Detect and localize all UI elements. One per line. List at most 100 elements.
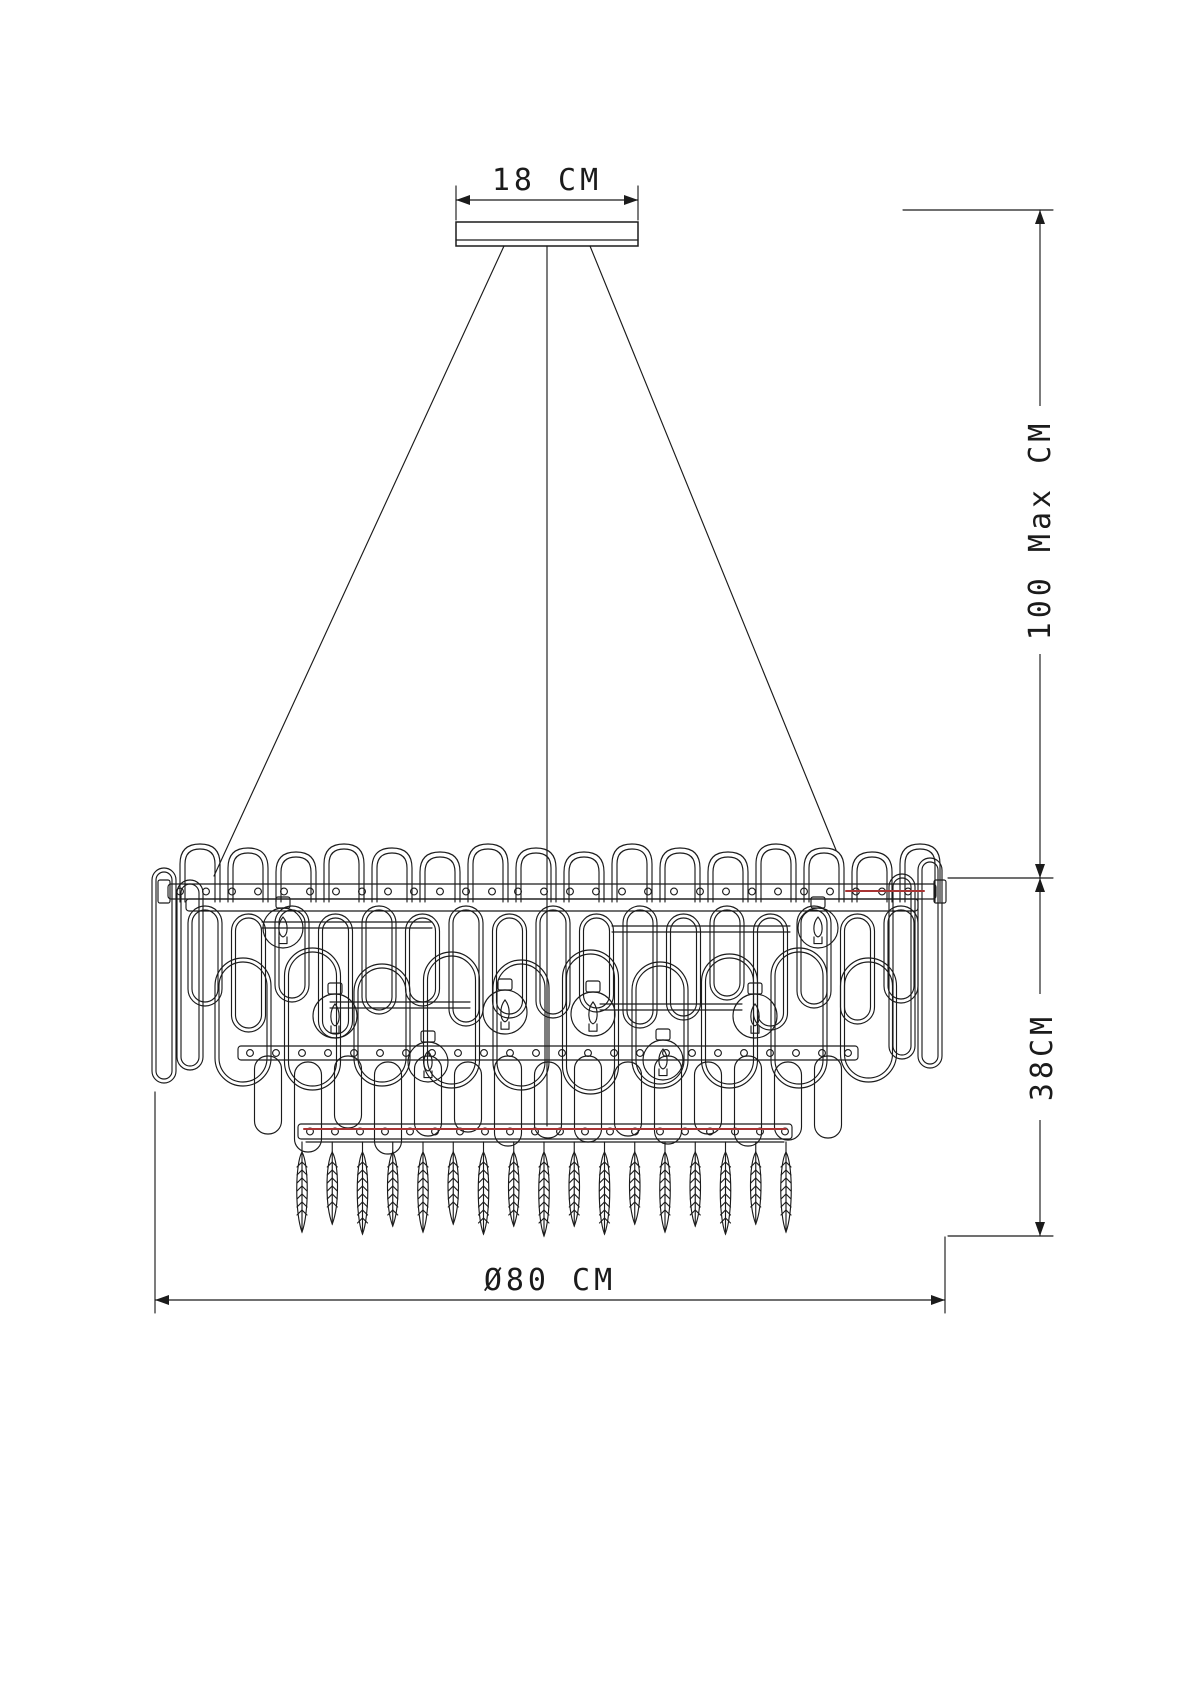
feather-rib — [634, 1169, 641, 1176]
crystal — [413, 1055, 443, 1137]
bead — [818, 1049, 826, 1057]
bulb-socket — [747, 982, 763, 995]
drawing-line — [843, 917, 872, 1021]
drawing-line — [448, 905, 484, 1027]
drawing-line — [278, 909, 306, 999]
feather-rib — [301, 1169, 308, 1176]
feather-rib — [482, 1217, 490, 1224]
bulb — [797, 896, 839, 949]
crystal-slab — [563, 851, 605, 903]
feather-rib — [785, 1201, 792, 1208]
crystal — [535, 905, 571, 1019]
band-endcap — [157, 879, 171, 904]
drawing-line — [773, 1061, 803, 1141]
feather-rib — [361, 1193, 369, 1200]
feather-drop — [780, 1141, 792, 1234]
feather-rib — [719, 1161, 727, 1168]
feather-rib — [689, 1169, 696, 1176]
wire-right — [589, 245, 837, 851]
feather-rib — [452, 1177, 459, 1184]
feather-rib — [629, 1169, 636, 1176]
drawing-line — [770, 947, 828, 1089]
feather-rib — [331, 1169, 338, 1176]
feather-rib — [664, 1185, 671, 1192]
feather-rib — [356, 1169, 364, 1176]
feather-rib — [417, 1209, 424, 1216]
drawing-line — [297, 1123, 793, 1140]
bead — [488, 887, 496, 896]
feather-rib — [780, 1169, 787, 1176]
drawing-line — [176, 879, 204, 1071]
drawing-line — [570, 991, 616, 1037]
feather-rib — [417, 1193, 424, 1200]
bulb — [570, 980, 616, 1037]
bead-band — [185, 898, 919, 912]
drawing-line — [578, 913, 615, 1013]
crystal — [491, 913, 528, 1019]
drawing-line — [561, 949, 620, 1095]
bead — [358, 887, 366, 896]
feather-rib — [750, 1201, 757, 1208]
drawing-line — [333, 1055, 363, 1129]
feather-drop — [598, 1141, 611, 1236]
drawing-line — [452, 909, 480, 1023]
bead-band — [237, 1045, 859, 1061]
drawing-line — [426, 955, 477, 1085]
drawing-line — [404, 913, 441, 1007]
drawing-line — [323, 843, 365, 903]
feather-rib — [664, 1161, 671, 1168]
drawing-line — [520, 852, 552, 903]
feather-rib — [477, 1201, 485, 1208]
drawing-line — [883, 905, 919, 1004]
drawing-line — [184, 848, 216, 903]
feather-rib — [482, 1193, 490, 1200]
feather-rib — [629, 1201, 636, 1208]
bead — [332, 887, 340, 896]
feather-rib — [629, 1193, 636, 1200]
feather-rib — [724, 1185, 732, 1192]
feather-rib — [694, 1209, 701, 1216]
feather-rib — [573, 1201, 580, 1208]
feather-rib — [598, 1169, 606, 1176]
feather-drop — [538, 1141, 550, 1238]
dimension-body-height: 38CM — [947, 877, 1060, 1237]
drawing-line — [750, 1003, 760, 1027]
feather-rib — [477, 1209, 485, 1216]
drawing-line — [328, 848, 360, 903]
drawing-line — [839, 913, 876, 1025]
crystal — [214, 957, 272, 1087]
feather-rib — [659, 1201, 666, 1208]
bead — [454, 1049, 462, 1057]
feather-rib — [477, 1193, 485, 1200]
bead — [350, 1049, 358, 1057]
bead — [514, 887, 522, 896]
feather-drop — [749, 1141, 762, 1226]
drawing-line — [453, 1061, 483, 1133]
feather-rib — [603, 1169, 611, 1176]
feather-rib — [543, 1185, 550, 1192]
feather-rib — [750, 1193, 757, 1200]
bead — [826, 887, 834, 896]
feather-rib — [477, 1217, 485, 1224]
feather-drop — [356, 1141, 369, 1236]
feather-rib — [568, 1201, 575, 1208]
bead — [558, 1049, 566, 1057]
feather-rib — [629, 1177, 636, 1184]
canopy — [455, 221, 639, 247]
drawing-line — [495, 917, 524, 1015]
bead — [462, 887, 470, 896]
feather-rib — [573, 1185, 580, 1192]
feather-rib — [664, 1193, 671, 1200]
feather-rib — [361, 1217, 369, 1224]
feather-rib — [780, 1161, 787, 1168]
feather-rib — [573, 1161, 580, 1168]
feather-rib — [780, 1177, 787, 1184]
feather-rib — [356, 1217, 364, 1224]
drawing-line — [357, 967, 407, 1083]
drawing-line — [760, 848, 792, 903]
feather-rib — [785, 1185, 792, 1192]
bead — [696, 887, 704, 896]
band-endcap — [933, 879, 947, 904]
